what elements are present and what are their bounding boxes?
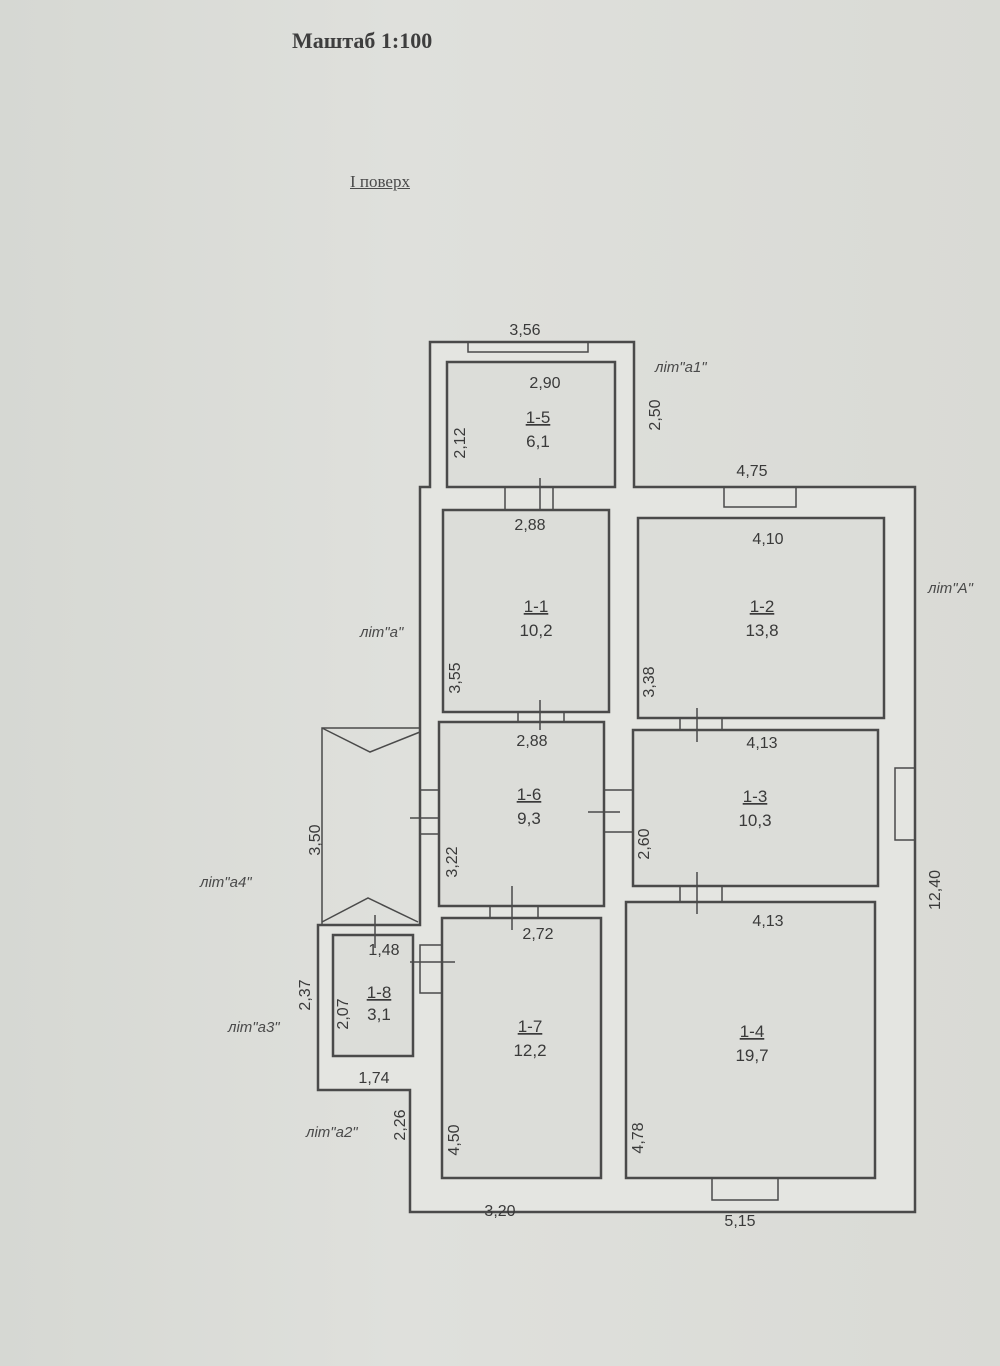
lit-a3: літ"а3" (227, 1019, 280, 1036)
room-area: 10,2 (519, 621, 552, 640)
dim-label: 3,22 (444, 846, 461, 877)
room-area: 6,1 (526, 432, 550, 451)
dim-label: 3,55 (447, 662, 464, 693)
dim-label: 5,15 (724, 1213, 755, 1230)
dim-label: 4,13 (752, 913, 783, 930)
room-number: 1-5 (526, 408, 551, 427)
dim-label: 4,10 (752, 531, 783, 548)
literal-labels: літ"а1" літ"А" літ"а" літ"а4" літ"а3" лі… (199, 359, 974, 1141)
room-number: 1-4 (740, 1022, 765, 1041)
room-number: 1-2 (750, 597, 775, 616)
room-labels: 1-5 6,1 1-1 10,2 1-2 13,8 1-6 9,3 1-3 10… (367, 408, 779, 1065)
dim-label: 2,37 (297, 979, 314, 1010)
dim-label: 4,50 (446, 1124, 463, 1155)
dim-label: 4,75 (736, 463, 767, 480)
room-area: 12,2 (513, 1041, 546, 1060)
room-number: 1-3 (743, 787, 768, 806)
porch-marks (321, 727, 421, 923)
dim-label: 3,56 (509, 322, 540, 339)
room-area: 19,7 (735, 1046, 768, 1065)
room-number: 1-8 (367, 983, 392, 1002)
lit-a4: літ"а4" (199, 874, 252, 891)
dim-label: 2,07 (335, 998, 352, 1029)
room-number: 1-1 (524, 597, 549, 616)
room-1-7 (440, 916, 603, 1180)
room-area: 13,8 (745, 621, 778, 640)
room-1-3 (631, 728, 880, 888)
dim-label: 3,20 (484, 1203, 515, 1220)
dimension-labels: 3,56 2,90 4,75 2,88 4,10 2,88 4,13 2,72 … (297, 322, 944, 1230)
dim-label: 3,50 (307, 824, 324, 855)
dim-label: 2,88 (514, 517, 545, 534)
scale-title: Маштаб 1:100 (292, 28, 433, 53)
dim-label: 3,38 (641, 666, 658, 697)
room-area: 9,3 (517, 809, 541, 828)
dim-label: 4,78 (630, 1122, 647, 1153)
dim-label: 2,90 (529, 375, 560, 392)
openings (374, 341, 916, 1201)
room-1-5 (445, 360, 617, 489)
lit-a1: літ"а1" (654, 359, 707, 376)
floor-label: I поверх (350, 172, 410, 191)
room-1-8 (331, 933, 415, 1058)
room-area: 10,3 (738, 811, 771, 830)
dim-label: 2,26 (392, 1109, 409, 1140)
dim-label: 4,13 (746, 735, 777, 752)
dim-label: 12,40 (927, 870, 944, 910)
dim-label: 2,72 (522, 926, 553, 943)
dim-label: 2,60 (636, 828, 653, 859)
lit-a2: літ"а2" (305, 1124, 358, 1141)
room-number: 1-7 (518, 1017, 543, 1036)
porch-a4 (321, 727, 421, 926)
room-1-1 (441, 508, 611, 714)
room-area: 3,1 (367, 1005, 391, 1024)
dim-label: 2,88 (516, 733, 547, 750)
dim-label: 2,50 (647, 399, 664, 430)
lit-a: літ"а" (359, 624, 404, 641)
room-1-2 (636, 516, 886, 720)
lit-A: літ"А" (927, 580, 974, 597)
dim-label: 1,48 (368, 942, 399, 959)
room-number: 1-6 (517, 785, 542, 804)
dim-label: 1,74 (358, 1070, 389, 1087)
dim-label: 2,12 (452, 427, 469, 458)
